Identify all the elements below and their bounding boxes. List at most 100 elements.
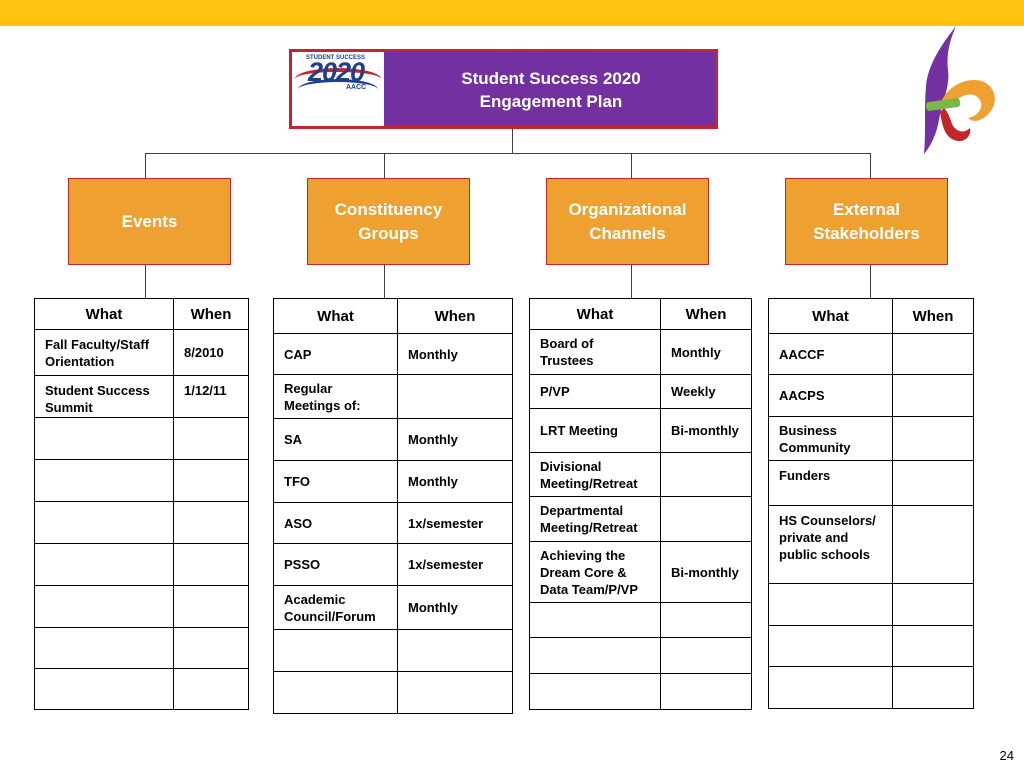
- when-cell: [892, 374, 974, 417]
- what-cell: [768, 583, 893, 626]
- when-cell: [660, 637, 752, 674]
- what-cell: P/VP: [529, 374, 661, 409]
- what-cell: SA: [273, 418, 398, 461]
- what-header: What: [34, 298, 174, 330]
- when-cell: 1x/semester: [397, 543, 513, 586]
- connector-external-table: [870, 265, 871, 299]
- table-row: [34, 459, 249, 502]
- connector-constituency-table: [384, 265, 385, 299]
- fleur-red-petal: [940, 108, 971, 142]
- table-row: Business Community: [768, 416, 974, 461]
- when-cell: Monthly: [397, 333, 513, 375]
- events-table: What When Fall Faculty/Staff Orientation…: [34, 298, 249, 710]
- what-cell: [273, 629, 398, 672]
- external-stakeholders-table: What When AACCF AACPS Business Community…: [768, 298, 974, 709]
- table-row: Regular Meetings of:: [273, 374, 513, 419]
- when-cell: [892, 416, 974, 461]
- when-cell: [173, 459, 249, 502]
- table-row: [529, 673, 752, 710]
- connector-organizational-table: [631, 265, 632, 299]
- when-cell: [660, 602, 752, 638]
- when-cell: [892, 583, 974, 626]
- what-cell: Departmental Meeting/Retreat: [529, 496, 661, 542]
- table-row: Board of Trustees Monthly: [529, 329, 752, 375]
- connector-horizontal: [145, 153, 871, 154]
- connector-events-down: [145, 153, 146, 178]
- what-cell: Regular Meetings of:: [273, 374, 398, 419]
- table-row: AACCF: [768, 333, 974, 375]
- category-events: Events: [68, 178, 231, 265]
- organizational-channels-table: What When Board of Trustees Monthly P/VP…: [529, 298, 752, 710]
- what-cell: Student Success Summit: [34, 375, 174, 418]
- category-external-stakeholders: External Stakeholders: [785, 178, 948, 265]
- table-row: Divisional Meeting/Retreat: [529, 452, 752, 497]
- when-header: When: [892, 298, 974, 334]
- what-cell: [768, 625, 893, 667]
- table-row: [768, 666, 974, 709]
- table-row: AACPS: [768, 374, 974, 417]
- root-node: STUDENT SUCCESS 2020 AACC Student Succes…: [289, 49, 718, 129]
- what-cell: CAP: [273, 333, 398, 375]
- table-row: [34, 543, 249, 586]
- what-header: What: [529, 298, 661, 330]
- logo-swoosh-blue: [298, 79, 378, 100]
- connector-organizational-down: [631, 153, 632, 178]
- what-cell: HS Counselors/ private and public school…: [768, 505, 893, 584]
- when-cell: [173, 501, 249, 544]
- table-row: [768, 583, 974, 626]
- what-cell: TFO: [273, 460, 398, 503]
- what-cell: Achieving the Dream Core & Data Team/P/V…: [529, 541, 661, 603]
- connector-events-table: [145, 265, 146, 299]
- when-cell: [173, 627, 249, 669]
- table-row: [768, 625, 974, 667]
- when-cell: Monthly: [397, 585, 513, 630]
- table-row: P/VP Weekly: [529, 374, 752, 409]
- logo-org: AACC: [346, 84, 367, 91]
- category-organizational-channels: Organizational Channels: [546, 178, 709, 265]
- table-row: [34, 501, 249, 544]
- table-row: TFO Monthly: [273, 460, 513, 503]
- when-cell: Monthly: [397, 418, 513, 461]
- what-cell: AACCF: [768, 333, 893, 375]
- when-cell: [660, 452, 752, 497]
- connector-constituency-down: [384, 153, 385, 178]
- what-cell: [34, 459, 174, 502]
- table-row: PSSO 1x/semester: [273, 543, 513, 586]
- what-cell: ASO: [273, 502, 398, 544]
- table-row: [34, 668, 249, 710]
- when-cell: Weekly: [660, 374, 752, 409]
- what-cell: [34, 585, 174, 628]
- what-cell: [273, 671, 398, 714]
- when-cell: Monthly: [660, 329, 752, 375]
- what-cell: Board of Trustees: [529, 329, 661, 375]
- when-cell: [892, 460, 974, 506]
- what-cell: Funders: [768, 460, 893, 506]
- when-cell: [173, 417, 249, 460]
- what-cell: [529, 673, 661, 710]
- logo-swoosh-red: [295, 68, 381, 90]
- when-cell: Bi-monthly: [660, 541, 752, 603]
- table-header-row: What When: [529, 298, 752, 330]
- what-cell: [34, 543, 174, 586]
- table-row: Achieving the Dream Core & Data Team/P/V…: [529, 541, 752, 603]
- root-title: Student Success 2020 Engagement Plan: [461, 69, 641, 111]
- when-cell: 8/2010: [173, 329, 249, 376]
- what-header: What: [768, 298, 893, 334]
- logo-year: 2020: [308, 57, 365, 87]
- when-cell: [397, 374, 513, 419]
- table-row: Fall Faculty/Staff Orientation 8/2010: [34, 329, 249, 376]
- when-cell: [892, 505, 974, 584]
- when-header: When: [173, 298, 249, 330]
- fleur-purple-petal: [924, 26, 956, 154]
- fleur-green-band: [925, 98, 961, 111]
- when-cell: [660, 496, 752, 542]
- what-cell: [529, 602, 661, 638]
- what-cell: AACPS: [768, 374, 893, 417]
- when-cell: 1x/semester: [397, 502, 513, 544]
- table-row: [273, 629, 513, 672]
- table-row: [529, 602, 752, 638]
- table-row: [34, 417, 249, 460]
- when-cell: [173, 585, 249, 628]
- when-header: When: [397, 298, 513, 334]
- fleur-de-lis-icon: [924, 26, 995, 154]
